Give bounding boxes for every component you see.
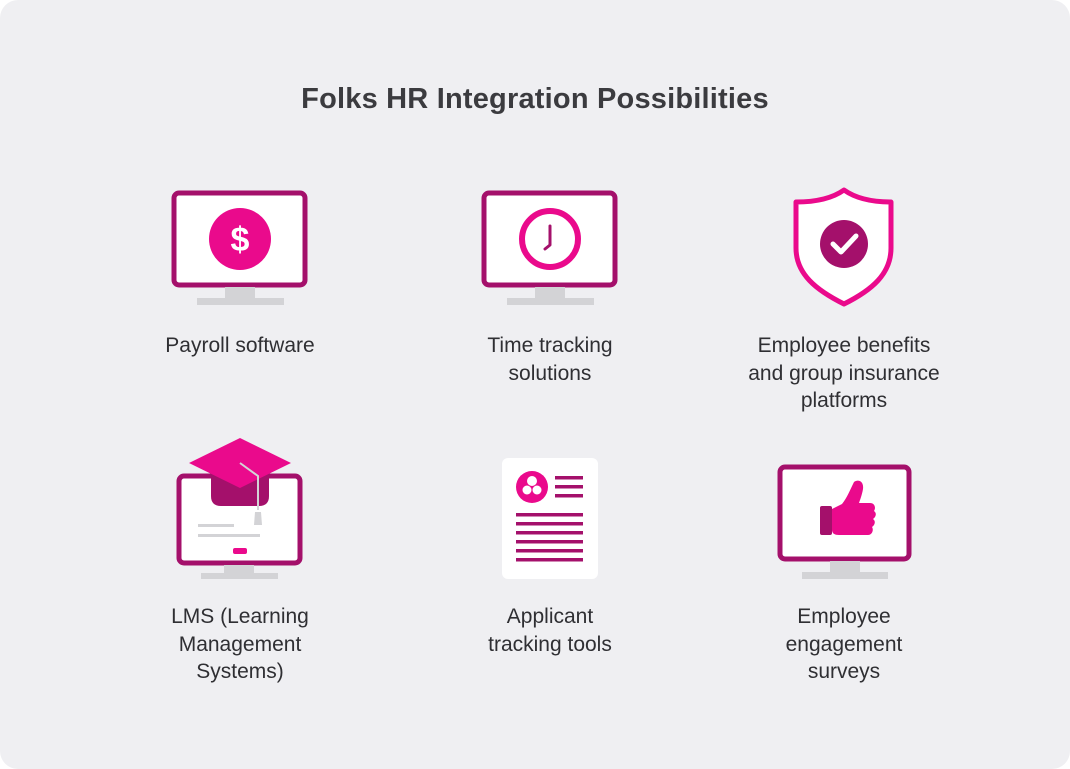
item-label-engagement: Employee engagement surveys — [785, 605, 903, 683]
svg-text:$: $ — [231, 221, 250, 259]
item-label-time-tracking: Time tracking solutions — [487, 334, 613, 385]
item-label-payroll: Payroll software — [165, 334, 315, 357]
page-title: Folks HR Integration Possibilities — [301, 83, 769, 115]
monitor-dollar-icon: $ — [171, 190, 308, 305]
item-label-lms: LMS (Learning Management Systems) — [171, 605, 309, 683]
monitor-clock-icon — [481, 190, 618, 305]
monitor-graduation-cap-icon — [176, 438, 303, 579]
shield-check-icon — [793, 187, 894, 307]
monitor-thumbs-up-icon — [777, 464, 912, 579]
item-label-applicant-tracking: Applicant tracking tools — [488, 605, 612, 656]
resume-document-icon — [502, 458, 598, 579]
item-label-benefits: Employee benefits and group insurance pl… — [748, 334, 940, 412]
